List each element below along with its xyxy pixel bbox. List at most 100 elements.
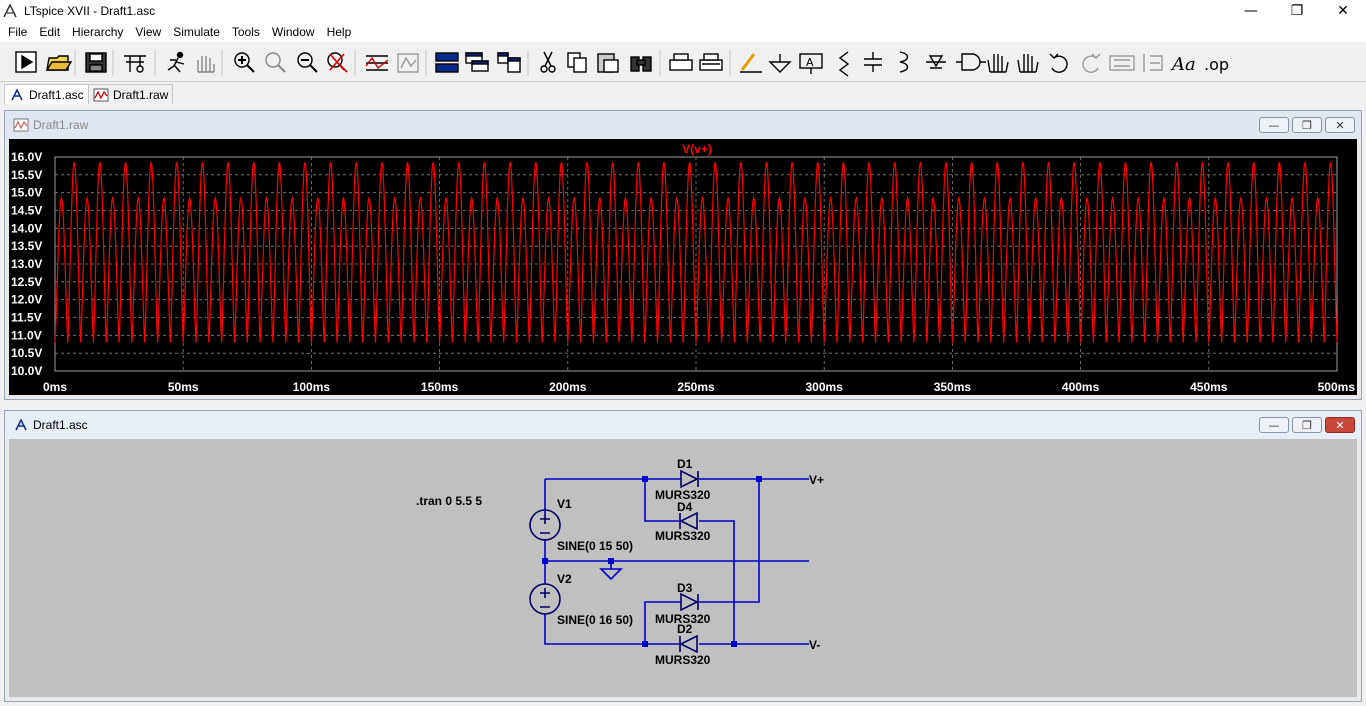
mdi-close-button[interactable]: ✕ — [1325, 117, 1355, 133]
waveform-settings-icon[interactable] — [397, 53, 419, 73]
x-tick-label: 50ms — [168, 380, 199, 394]
rotate-icon[interactable] — [1109, 55, 1135, 71]
y-tick-label: 10.0V — [11, 364, 42, 378]
move-hand-icon[interactable] — [987, 54, 1009, 73]
tab-label: Draft1.asc — [29, 87, 84, 102]
zoom-out-icon[interactable] — [297, 52, 318, 73]
tile-vertical-icon[interactable] — [497, 52, 521, 73]
schematic-window-title: Draft1.asc — [33, 418, 88, 432]
spice-directive-icon[interactable]: .op — [1204, 55, 1229, 74]
x-tick-label: 300ms — [806, 380, 844, 394]
paste-icon[interactable] — [597, 53, 619, 73]
diode-icon[interactable] — [926, 55, 946, 69]
waveform-window-title: Draft1.raw — [33, 118, 89, 132]
voltage-source-v2[interactable] — [529, 583, 561, 615]
text-icon[interactable]: Aa — [1170, 54, 1196, 75]
trace-v-vplus — [54, 162, 1338, 343]
y-tick-label: 10.5V — [11, 346, 42, 360]
menu-simulate[interactable]: Simulate — [173, 25, 220, 39]
y-tick-label: 11.0V — [11, 328, 42, 342]
label-net-icon[interactable]: A — [799, 53, 823, 74]
voltage-source-v1[interactable] — [529, 509, 561, 541]
wires[interactable] — [544, 478, 809, 645]
mdi-restore-button[interactable]: ❐ — [1292, 417, 1322, 433]
diode-d3[interactable] — [680, 592, 699, 612]
menu-view[interactable]: View — [135, 25, 162, 39]
tab-draft1-asc[interactable]: Draft1.asc — [4, 84, 89, 104]
save-icon[interactable] — [85, 52, 107, 73]
undo-icon[interactable] — [1049, 53, 1068, 73]
close-button[interactable]: ✕ — [1337, 3, 1349, 19]
d3-name: D3 — [677, 581, 693, 595]
print-icon[interactable] — [699, 53, 723, 71]
drag-hand-icon[interactable] — [1017, 54, 1039, 73]
ground-icon[interactable] — [768, 54, 792, 73]
x-tick-label: 350ms — [934, 380, 972, 394]
menu-tools[interactable]: Tools — [231, 25, 260, 39]
mdi-restore-button[interactable]: ❐ — [1292, 117, 1322, 133]
mirror-icon[interactable] — [1143, 54, 1163, 72]
v2-value: SINE(0 16 50) — [557, 613, 633, 627]
net-label-vminus[interactable]: V- — [809, 638, 820, 652]
x-tick-label: 200ms — [549, 380, 587, 394]
y-tick-label: 15.5V — [11, 168, 42, 182]
y-tick-label: 14.5V — [11, 204, 42, 218]
cut-icon[interactable] — [540, 51, 556, 73]
minimize-button[interactable]: — — [1244, 3, 1258, 19]
diode-d4[interactable] — [679, 511, 698, 531]
halt-hand-icon[interactable] — [197, 56, 215, 73]
inductor-icon[interactable] — [899, 51, 909, 73]
v1-value: SINE(0 15 50) — [557, 539, 633, 553]
diode-d2[interactable] — [679, 634, 698, 654]
d3-model: MURS320 — [655, 612, 711, 626]
toolbar: A Aa .op — [0, 42, 1366, 82]
redo-icon[interactable] — [1082, 53, 1101, 73]
diode-d1[interactable] — [680, 469, 699, 489]
waveform-window-titlebar[interactable]: Draft1.raw — ❐ ✕ — [5, 111, 1361, 139]
trace-label[interactable]: V(v+) — [682, 142, 712, 156]
menu-edit[interactable]: Edit — [39, 25, 61, 39]
menu-file[interactable]: File — [8, 25, 28, 39]
zoom-in-icon[interactable] — [234, 52, 255, 73]
zoom-fit-icon[interactable] — [327, 52, 348, 73]
find-binoculars-icon[interactable] — [630, 56, 652, 72]
copy-icon[interactable] — [567, 52, 587, 73]
zoom-pan-icon[interactable] — [265, 52, 286, 73]
schematic-icon — [11, 87, 23, 100]
print-preview-icon[interactable] — [669, 53, 693, 71]
waveform-icon — [13, 118, 29, 132]
open-folder-icon[interactable] — [45, 55, 73, 71]
run-man-icon[interactable] — [167, 51, 185, 73]
menu-window[interactable]: Window — [271, 25, 315, 39]
resistor-icon[interactable] — [838, 51, 850, 77]
control-panel-icon[interactable] — [124, 55, 146, 73]
v1-name: V1 — [557, 497, 572, 511]
tile-horizontal-icon[interactable] — [435, 52, 459, 73]
draw-wire-icon[interactable] — [740, 53, 762, 73]
spice-directive[interactable]: .tran 0 5.5 5 — [416, 494, 482, 508]
net-label-vplus[interactable]: V+ — [809, 473, 824, 487]
menu-bar: File Edit Hierarchy View Simulate Tools … — [0, 22, 1366, 42]
run-icon[interactable] — [15, 51, 37, 73]
y-tick-label: 12.5V — [11, 275, 42, 289]
menu-help[interactable]: Help — [326, 25, 352, 39]
x-tick-label: 0ms — [43, 380, 67, 394]
mdi-close-button[interactable]: ✕ — [1325, 417, 1355, 433]
v2-name: V2 — [557, 572, 572, 586]
tab-draft1-raw[interactable]: Draft1.raw — [88, 84, 174, 104]
window-title: LTspice XVII - Draft1.asc — [24, 4, 156, 18]
mdi-minimize-button[interactable]: — — [1259, 417, 1289, 433]
x-tick-label: 400ms — [1062, 380, 1100, 394]
mdi-minimize-button[interactable]: — — [1259, 117, 1289, 133]
schematic-canvas[interactable]: .tran 0 5.5 5 V1 SINE(0 15 50) V2 SINE(0… — [9, 439, 1357, 697]
maximize-button[interactable]: ❐ — [1290, 3, 1304, 19]
cascade-icon[interactable] — [465, 52, 489, 72]
component-icon[interactable] — [956, 53, 986, 71]
schematic-window-titlebar[interactable]: Draft1.asc — ❐ ✕ — [5, 411, 1361, 439]
svg-text:Aa: Aa — [1170, 54, 1196, 75]
capacitor-icon[interactable] — [864, 52, 882, 72]
menu-hierarchy[interactable]: Hierarchy — [72, 25, 124, 39]
autorange-icon[interactable] — [365, 55, 389, 71]
